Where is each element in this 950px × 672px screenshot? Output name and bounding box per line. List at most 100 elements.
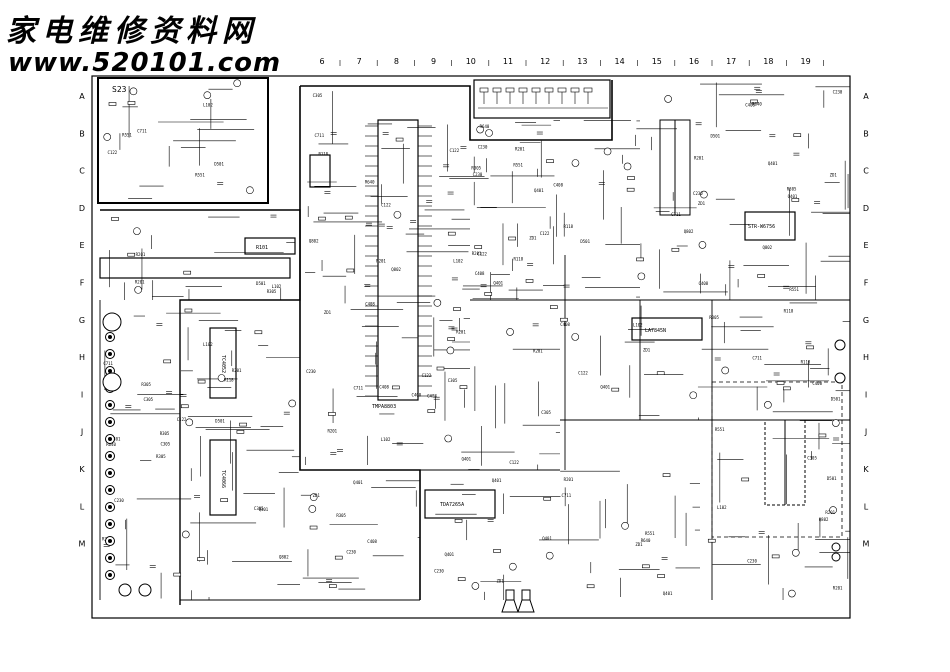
component-code: C408 [553, 183, 563, 188]
component-code: Q401 [493, 281, 503, 286]
column-tick-label: 10 [466, 57, 476, 66]
resistor [236, 430, 245, 434]
row-tick-label: F [864, 279, 869, 288]
row-tick-label: E [79, 241, 84, 250]
resistor [508, 236, 516, 241]
strip-resistor [505, 87, 515, 93]
resistor [457, 577, 466, 581]
resistor [108, 102, 117, 106]
transistor [637, 272, 646, 281]
resistor [447, 337, 455, 341]
resistor [334, 555, 343, 560]
transistor [698, 241, 707, 249]
row-tick-label: H [863, 353, 869, 362]
row-tick-label: J [80, 428, 83, 437]
resistor [163, 359, 172, 364]
transistor [509, 562, 517, 571]
av-jack-pin [108, 539, 112, 543]
ic-vert-body [631, 317, 703, 341]
resistor [671, 247, 680, 252]
component-code: R201 [564, 477, 574, 482]
transistor [664, 95, 672, 103]
row-tick-label: J [864, 428, 867, 437]
component-code: R551 [645, 531, 655, 536]
component-code: R118 [784, 309, 794, 314]
component-code: L102 [717, 505, 727, 510]
component-code: C122 [381, 203, 391, 208]
component-code: R201 [136, 252, 146, 257]
resistor [525, 279, 534, 283]
resistor [220, 498, 228, 502]
scart-connector [102, 372, 122, 392]
resistor [254, 330, 263, 335]
component-code: Q401 [111, 436, 121, 441]
row-tick-label: E [863, 241, 868, 250]
component-code: C122 [540, 231, 550, 236]
resistor [550, 305, 558, 309]
component-code: ZD1 [529, 236, 537, 241]
column-tick-label: 9 [431, 57, 436, 66]
resistor [346, 268, 355, 273]
component-code: R551 [715, 427, 725, 432]
strip-resistor [544, 87, 554, 93]
component-code: C122 [578, 371, 588, 376]
transistor [506, 328, 514, 336]
component-code: R551 [122, 132, 132, 137]
component-code: C408 [367, 539, 377, 544]
av-jack-pin [108, 369, 112, 373]
ic-main-body [377, 119, 419, 401]
component-code: D501 [256, 281, 266, 286]
component-code: C305 [807, 456, 817, 461]
component-code: C711 [752, 356, 762, 361]
site-url: www.520101.com [8, 48, 282, 78]
component-code: C122 [509, 460, 519, 465]
resistor [642, 564, 650, 569]
speaker-jack [118, 583, 132, 597]
row-tick-label: F [80, 279, 85, 288]
row-tick-label: K [79, 465, 85, 474]
resistor [627, 176, 635, 180]
row-tick-label: I [81, 390, 83, 399]
component-code: R640 [106, 442, 116, 447]
component-code: R201 [515, 146, 525, 151]
strip-resistor [557, 87, 567, 93]
component-code: R201 [694, 155, 704, 160]
component-code: R201 [833, 586, 843, 591]
component-code: Q802 [391, 267, 401, 272]
strip-resistor [531, 87, 541, 93]
transistor [134, 286, 142, 294]
component-code: L102 [381, 437, 391, 442]
resistor [427, 409, 436, 413]
component-code: R305 [336, 513, 346, 518]
component-code: C408 [427, 393, 437, 398]
component-code: R640 [752, 102, 762, 107]
component-code: Q401 [788, 194, 798, 199]
column-tick-label: 15 [652, 57, 662, 66]
column-tick-label: 8 [394, 57, 399, 66]
resistor [180, 404, 189, 409]
component-code: R118 [318, 151, 328, 156]
component-code: C122 [422, 373, 432, 378]
resistor [173, 572, 182, 577]
component-code: R305 [160, 431, 170, 436]
component-code: C408 [699, 281, 709, 286]
component-code: R551 [789, 287, 799, 292]
top-strip-box [473, 79, 611, 119]
component-code: L102 [633, 323, 643, 328]
component-code: R201 [533, 349, 543, 354]
top-strip-components [478, 87, 608, 109]
resistor [454, 519, 463, 523]
row-tick-label: H [79, 353, 85, 362]
component-code: R201 [376, 258, 386, 263]
component-code: L102 [453, 259, 463, 264]
resistor [459, 385, 468, 389]
component-code: C408 [475, 271, 485, 276]
row-tick-label: G [79, 316, 85, 325]
component-code: C711 [353, 385, 363, 390]
component-code: C122 [449, 148, 459, 153]
column-tick-label: 18 [763, 57, 773, 66]
column-tick-label: 7 [357, 57, 362, 66]
strip-resistor [492, 87, 502, 93]
resistor [818, 433, 827, 438]
right-connectors [831, 339, 846, 562]
